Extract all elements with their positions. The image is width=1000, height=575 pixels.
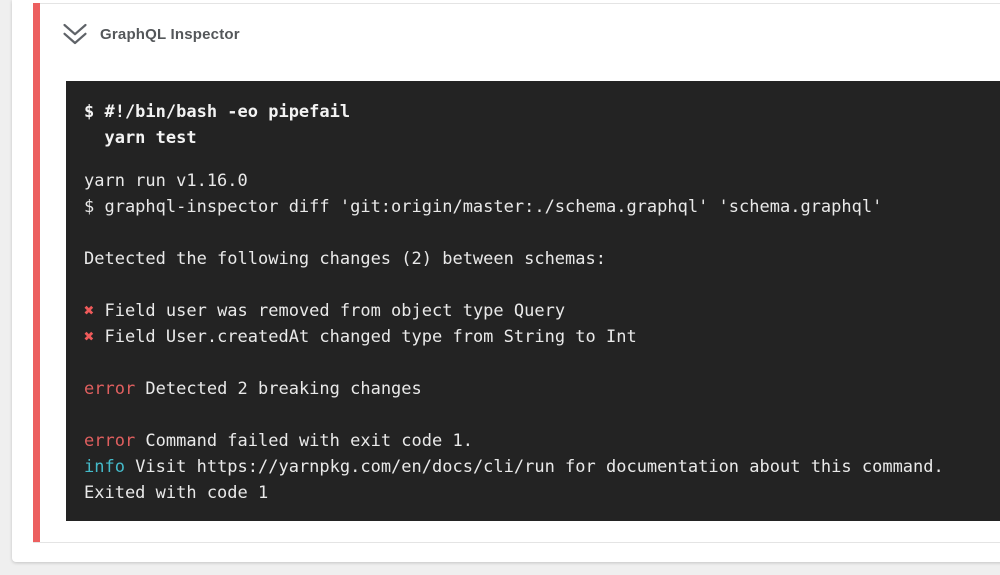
terminal-line: info Visit https://yarnpkg.com/en/docs/c… (84, 457, 944, 477)
terminal-line: Exited with code 1 (84, 483, 269, 503)
terminal-line: ✖ Field User.createdAt changed type from… (84, 327, 637, 347)
terminal-line (84, 272, 1000, 298)
failed-step-indicator (33, 3, 40, 542)
terminal-line (84, 350, 1000, 376)
step-header-graphql-inspector[interactable]: GraphQL Inspector (62, 22, 240, 46)
terminal-line: yarn run v1.16.0 (84, 171, 248, 191)
terminal-line: yarn test (84, 128, 197, 148)
terminal-line: $ #!/bin/bash -eo pipefail (84, 102, 351, 122)
output-block: yarn run v1.16.0 $ graphql-inspector diff… (84, 168, 1000, 506)
double-chevron-down-icon[interactable] (62, 22, 88, 46)
terminal-line: error Command failed with exit code 1. (84, 431, 473, 451)
terminal-line: Detected the following changes (2) betwe… (84, 249, 606, 269)
step-top-divider (33, 3, 1000, 4)
step-title: GraphQL Inspector (100, 25, 240, 43)
terminal-line: $ graphql-inspector diff 'git:origin/mas… (84, 197, 883, 217)
terminal-line (84, 220, 1000, 246)
command-block: $ #!/bin/bash -eo pipefail yarn test (84, 99, 1000, 151)
terminal-output: $ #!/bin/bash -eo pipefail yarn test yar… (66, 81, 1000, 521)
step-bottom-divider (33, 542, 1000, 543)
terminal-line: error Detected 2 breaking changes (84, 379, 422, 399)
job-steps-card: GraphQL Inspector $ #!/bin/bash -eo pipe… (12, 0, 1000, 562)
terminal-line (84, 402, 1000, 428)
terminal-line: ✖ Field user was removed from object typ… (84, 301, 566, 321)
